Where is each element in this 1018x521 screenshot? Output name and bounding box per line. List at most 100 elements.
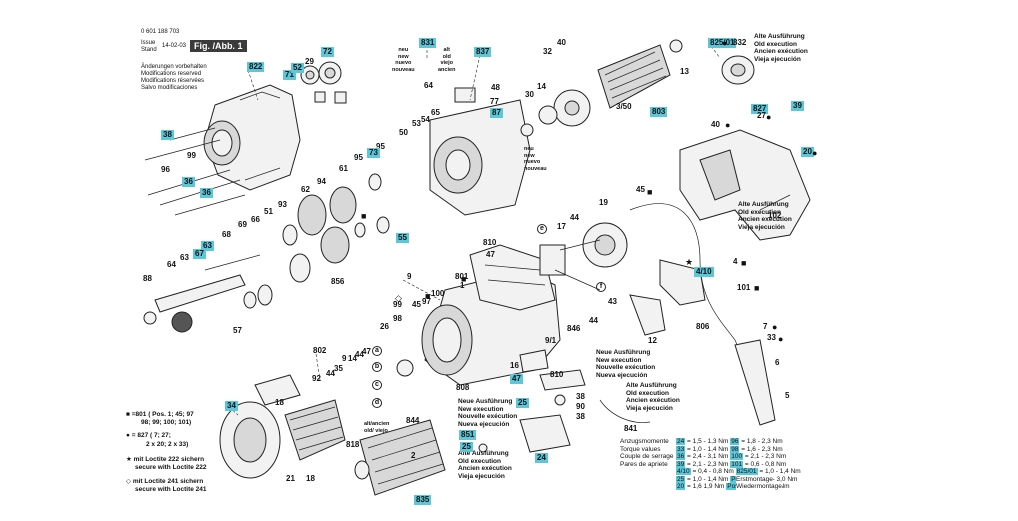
symbol-mark: ■ bbox=[741, 258, 747, 268]
part-label-4: 4 bbox=[733, 257, 738, 266]
part-label-9-1: 9/1 bbox=[545, 336, 557, 345]
note-line: new bbox=[524, 152, 535, 159]
note-line: viejo bbox=[440, 60, 453, 66]
legend-diamond: ◇ mit Loctite 241 sichern bbox=[126, 478, 203, 486]
legend-square: ■ =801 ( Pos. 1; 45; 97 bbox=[126, 411, 194, 419]
symbol-mark: ◇ bbox=[395, 293, 402, 303]
note-line: Ancien exécution bbox=[458, 465, 512, 472]
legend-line: mit Loctite 222 sichern bbox=[133, 456, 205, 463]
part-label-21: 21 bbox=[286, 474, 295, 483]
part-label-44: 44 bbox=[570, 213, 579, 222]
notice-line: Änderungen vorbehalten bbox=[141, 64, 207, 70]
part-label-72: 72 bbox=[321, 47, 334, 57]
issue-value: 14-02-03 bbox=[162, 43, 187, 49]
part-label-832: 832 bbox=[733, 38, 747, 47]
symbol-mark: ■ bbox=[461, 274, 467, 284]
part-label-40: 40 bbox=[557, 38, 566, 47]
armature bbox=[520, 39, 683, 137]
torque-pos: 33 bbox=[676, 445, 686, 453]
part-label-38: 38 bbox=[161, 130, 174, 140]
part-label-18: 18 bbox=[275, 398, 284, 407]
new-note-top: neu new nuevo nouveau bbox=[392, 47, 415, 73]
part-label-54: 54 bbox=[421, 115, 430, 124]
note-line: Alte Ausführung bbox=[754, 33, 805, 40]
legend-line: secure with Loctite 241 bbox=[135, 486, 207, 493]
part-label-14: 14 bbox=[348, 354, 357, 363]
note-line: Old execution bbox=[754, 40, 797, 48]
part-label-12: 12 bbox=[648, 336, 657, 345]
part-label-92: 92 bbox=[312, 374, 321, 383]
note-line: neu bbox=[398, 47, 409, 53]
torque-header: Couple de serrage bbox=[620, 453, 674, 460]
torque-pos: 98 bbox=[730, 445, 740, 453]
part-label-69: 69 bbox=[238, 220, 247, 229]
part-label-6: 6 bbox=[775, 358, 780, 367]
part-label-835: 835 bbox=[414, 495, 432, 505]
part-label-34: 34 bbox=[225, 401, 238, 411]
part-label-801: 801 bbox=[455, 272, 469, 281]
symbol-mark: ■ bbox=[754, 283, 760, 293]
torque-assembly-label: Wiedermontage bbox=[736, 483, 782, 491]
torque-pos: 825/01 bbox=[735, 468, 758, 475]
part-label-856: 856 bbox=[331, 277, 345, 286]
part-label-30: 30 bbox=[525, 90, 534, 99]
part-label-25: 25 bbox=[460, 442, 473, 452]
torque-header: Torque values bbox=[620, 445, 661, 453]
part-label-16: 16 bbox=[510, 361, 519, 370]
part-label-95: 95 bbox=[354, 153, 363, 162]
note-line: Old execution bbox=[738, 208, 781, 216]
legend-line: 98; 99; 100; 101) bbox=[141, 419, 192, 426]
part-label-77: 77 bbox=[490, 97, 499, 106]
part-label-3-50: 3/50 bbox=[616, 102, 632, 111]
wire-marker-f: f bbox=[596, 282, 606, 292]
star-icon: ★ bbox=[126, 456, 132, 463]
part-label-13: 13 bbox=[680, 67, 689, 76]
leader-lines bbox=[228, 45, 721, 416]
old-execution-note-center: Alte Ausführung Old execution Ancien exé… bbox=[458, 450, 512, 480]
torque-pos: 100 bbox=[730, 453, 744, 460]
symbol-mark: ● bbox=[722, 38, 728, 48]
note-line: New execution bbox=[596, 356, 642, 364]
symbol-mark: ● bbox=[778, 334, 784, 344]
part-label-27: 27 bbox=[757, 111, 766, 120]
torque-pos: 4/10 bbox=[676, 468, 691, 475]
part-label-55: 55 bbox=[396, 233, 409, 243]
part-label-18: 18 bbox=[306, 474, 315, 483]
torque-value: = 2,4 - 3,1 Nm bbox=[685, 453, 731, 460]
part-label-67: 67 bbox=[193, 249, 206, 259]
part-label-9: 9 bbox=[342, 354, 347, 363]
torque-value: = 1,8 - 2,3 Nm bbox=[739, 438, 783, 445]
note-line: nuevo bbox=[395, 60, 412, 66]
part-label-39: 39 bbox=[791, 101, 804, 111]
part-label-96: 96 bbox=[161, 165, 170, 174]
notice-line: Salvo modificaciones bbox=[141, 85, 198, 91]
legend-line: = 827 ( 7; 27; bbox=[131, 432, 171, 439]
part-label-837: 837 bbox=[474, 47, 492, 57]
part-label-53: 53 bbox=[412, 119, 421, 128]
square-icon: ■ bbox=[126, 411, 130, 418]
note-line: nouveau bbox=[524, 165, 547, 172]
part-label-62: 62 bbox=[301, 185, 310, 194]
part-label-44: 44 bbox=[326, 369, 335, 378]
part-label-90: 90 bbox=[576, 402, 585, 411]
legend-circle: ● = 827 ( 7; 27; bbox=[126, 432, 171, 440]
part-label-47: 47 bbox=[510, 374, 523, 384]
part-label-95: 95 bbox=[376, 142, 385, 151]
torque-pos: 24 bbox=[676, 438, 686, 445]
torque-value: = 0,6 - 0,8 Nm bbox=[743, 460, 787, 468]
torque-header: Anzugsmomente bbox=[620, 438, 669, 445]
old-note-top: alt old viejo ancien bbox=[438, 47, 455, 73]
new-note-mid: neu new nuevo nouveau bbox=[524, 146, 547, 172]
brush-holder bbox=[539, 222, 628, 276]
part-label-61: 61 bbox=[339, 164, 348, 173]
part-label-802: 802 bbox=[313, 346, 327, 355]
torque-row: 39 = 2,1 - 2,3 Nm 101 = 0,6 - 0,8 Nm bbox=[676, 460, 787, 469]
part-label-7: 7 bbox=[763, 322, 768, 331]
part-label-66: 66 bbox=[251, 215, 260, 224]
part-label-97: 97 bbox=[422, 297, 431, 306]
note-line: neu bbox=[524, 146, 534, 152]
old-execution-note-top-right: Alte Ausführung Old execution Ancien exé… bbox=[754, 33, 808, 63]
part-label-25: 25 bbox=[516, 398, 529, 408]
note-line: Ancien exécution bbox=[626, 397, 680, 404]
